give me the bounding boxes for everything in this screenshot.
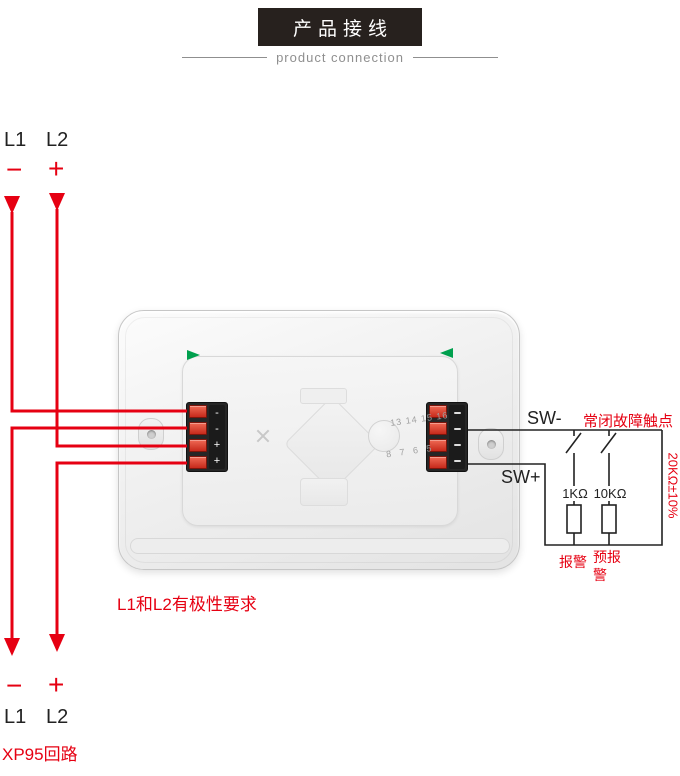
terminal-icon	[189, 439, 207, 452]
terminal-icon	[189, 422, 207, 435]
screw-hole-icon	[146, 429, 156, 439]
prealarm-label: 预报警	[593, 549, 621, 584]
arrow-down-icon	[49, 634, 65, 652]
terminal-mark: +	[213, 438, 221, 451]
resistor1-label: 1KΩ	[557, 486, 593, 501]
terminal-icon	[429, 439, 447, 452]
terminal-mark-icon	[453, 460, 461, 462]
resistor2-icon	[601, 504, 617, 534]
terminal-icon	[189, 456, 207, 469]
device-base-band	[130, 538, 510, 554]
left-terminal-block: - - + +	[186, 402, 228, 472]
header-banner: 产品接线	[258, 8, 422, 46]
arrow-down-icon	[4, 638, 20, 656]
mold-cross-icon	[255, 428, 271, 444]
terminal-icon	[429, 405, 447, 418]
l2-top-label: L2	[46, 129, 69, 151]
fault-contact-label: 常闭故障触点	[583, 413, 674, 430]
terminal-icon	[189, 405, 207, 418]
right-terminals	[429, 405, 447, 469]
plus-sign-top: +	[48, 153, 65, 184]
resistor1-icon	[566, 504, 582, 534]
resistor2-label: 10KΩ	[589, 486, 631, 501]
terminal-mark: +	[213, 454, 221, 467]
page-title: 产品接线	[292, 18, 393, 40]
green-mark-right-icon	[440, 348, 453, 358]
switch1-blade-icon	[565, 432, 582, 454]
left-terminal-marks: - - + +	[209, 405, 225, 469]
arrow-down-icon	[49, 193, 65, 211]
terminal-mark: -	[215, 406, 219, 419]
device-top-slot	[300, 388, 347, 404]
arrow-down-icon	[4, 196, 20, 214]
sw-minus-label: SW-	[527, 408, 562, 428]
terminal-mark-icon	[453, 412, 461, 414]
alarm-label: 报警	[559, 554, 587, 570]
l2-bottom-label: L2	[46, 706, 69, 728]
left-terminals	[189, 405, 207, 469]
switch2-blade-icon	[600, 432, 617, 454]
device-bottom-slot	[300, 478, 348, 506]
page-subtitle: product connection	[276, 50, 404, 65]
eol-resistor-label: 20KΩ±10%	[665, 452, 680, 519]
xp95-loop-label: XP95回路	[2, 745, 78, 764]
screw-tab-right	[478, 428, 504, 460]
device-back-view: - - + + 13 14 15 16 8 7 6 5	[118, 310, 520, 570]
right-terminal-block	[426, 402, 468, 472]
l1-top-label: L1	[4, 129, 27, 151]
header-subtitle-row: product connection	[182, 50, 499, 65]
terminal-icon	[429, 456, 447, 469]
right-terminal-marks	[449, 405, 465, 469]
l1-bottom-label: L1	[4, 706, 27, 728]
minus-sign-top: −	[6, 154, 23, 185]
green-mark-left-icon	[187, 350, 200, 360]
polarity-note: L1和L2有极性要求	[117, 595, 257, 614]
terminal-mark: -	[215, 422, 219, 435]
terminal-mark-icon	[453, 444, 461, 446]
minus-sign-bottom: −	[6, 670, 23, 701]
terminal-icon	[429, 422, 447, 435]
terminal-mark-icon	[453, 428, 461, 430]
subtitle-divider-left	[182, 57, 268, 58]
subtitle-divider-right	[412, 57, 499, 58]
plus-sign-bottom: +	[48, 669, 65, 700]
device-mold-circle	[368, 420, 400, 452]
screw-hole-icon	[486, 439, 496, 449]
sw-plus-label: SW+	[501, 467, 541, 487]
screw-tab-left	[138, 418, 164, 450]
